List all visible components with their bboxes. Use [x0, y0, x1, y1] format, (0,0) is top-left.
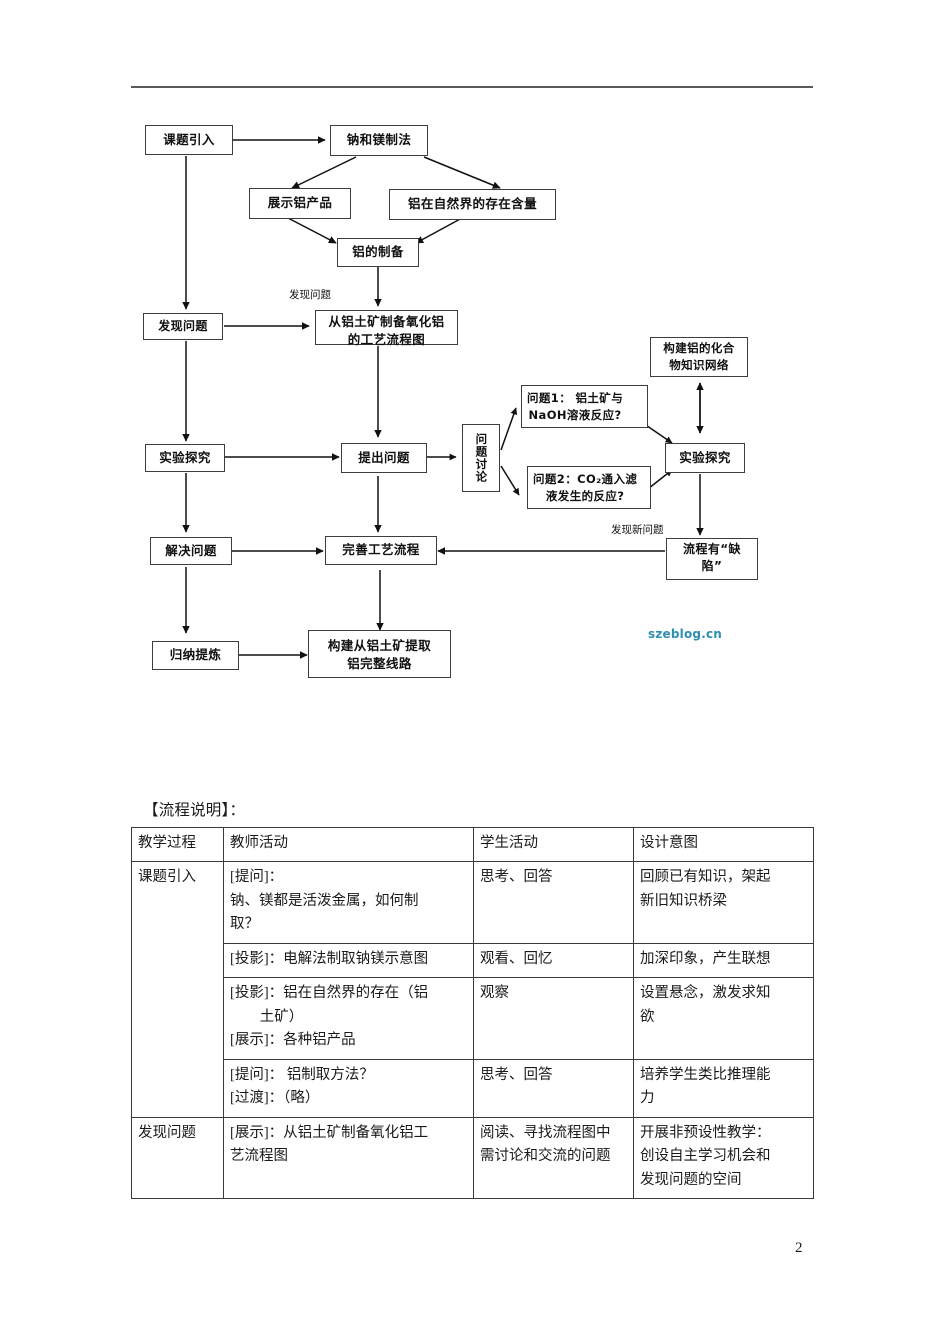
teacher-line: [投影]：电解法制取钠镁示意图	[230, 950, 429, 967]
header-divider	[131, 86, 813, 88]
table-header-row: 教学过程 教师活动 学生活动 设计意图	[131, 826, 814, 863]
table-row: [投影]：电解法制取钠镁示意图 观看、回忆 加深印象，产生联想	[132, 942, 814, 979]
page-number: 2	[795, 1240, 803, 1256]
cell-teacher-activity: [展示]：从铝土矿制备氧化铝工 艺流程图	[223, 1116, 474, 1200]
flow-box-process-flow: 从铝土矿制备氧化铝 的工艺流程图	[315, 310, 458, 347]
flow-box-raise-problem: 提出问题	[341, 443, 427, 473]
intent-line: 开展非预设性教学：	[640, 1124, 771, 1141]
teaching-process-flowchart: 课题引入 钠和镁制法 展示铝产品 铝在自然界的存在含量 铝的制备 发现问题 发现…	[143, 125, 758, 678]
table-row: [提问]： 铝制取方法？ [过渡]：（略） 思考、回答 培养学生类比推理能 力	[132, 1058, 814, 1118]
flow-box-summarize: 归纳提炼	[152, 641, 239, 670]
flow-box-na-mg-method: 钠和镁制法	[330, 125, 428, 156]
student-line: 思考、回答	[480, 869, 553, 886]
table-row: 课题引入 [提问]： 钠、镁都是活泼金属，如何制 取？ 思考、回答 回顾已有知识…	[131, 861, 814, 1118]
flow-box-build-network: 构建铝的化合 物知识网络	[650, 337, 748, 377]
flow-label-discover-new-problem: 发现新问题	[611, 524, 664, 536]
flow-box-problem-discuss: 问题讨论	[462, 424, 500, 492]
teacher-line: [过渡]：（略）	[230, 1090, 320, 1107]
flow-box-solve-problem: 解决问题	[150, 537, 232, 565]
cell-teacher-activity: [投影]：铝在自然界的存在（铝 土矿） [展示]：各种铝产品	[223, 977, 474, 1060]
intent-line: 发现问题的空间	[640, 1171, 742, 1188]
teacher-line: [展示]：从铝土矿制备氧化铝工	[230, 1124, 429, 1141]
flow-box-al-preparation: 铝的制备	[337, 238, 419, 267]
flow-box-question-2: 问题2：CO₂通入滤 液发生的反应?	[527, 466, 651, 509]
cell-student-activity: 观看、回忆	[473, 942, 634, 979]
table-row: 发现问题 [展示]：从铝土矿制备氧化铝工 艺流程图 阅读、寻找流程图中 需讨论和…	[131, 1116, 814, 1200]
flowchart-connectors	[182, 136, 704, 659]
intent-line: 设置悬念，激发求知	[640, 985, 771, 1002]
flow-box-show-al-products: 展示铝产品	[249, 188, 351, 219]
stage-label: 课题引入	[138, 869, 196, 886]
flow-box-experiment-right: 实验探究	[665, 443, 745, 473]
column-header-intent: 设计意图	[633, 826, 814, 863]
teacher-line: [提问]： 铝制取方法？	[230, 1066, 374, 1083]
intent-line: 欲	[640, 1008, 655, 1025]
student-line: 观察	[480, 985, 509, 1002]
intent-line: 回顾已有知识，架起	[640, 869, 771, 886]
student-line: 观看、回忆	[480, 950, 553, 967]
cell-teacher-activity: [提问]： 钠、镁都是活泼金属，如何制 取？	[223, 861, 474, 944]
flow-box-intro: 课题引入	[145, 125, 233, 155]
cell-stage: 发现问题	[131, 1116, 224, 1200]
student-line: 思考、回答	[480, 1066, 553, 1083]
cell-student-activity: 思考、回答	[473, 1058, 634, 1118]
intent-line: 创设自主学习机会和	[640, 1148, 771, 1165]
plan-description-section: 【流程说明】： 教学过程 教师活动 学生活动 设计意图 课题引入	[131, 798, 814, 1200]
student-line: 阅读、寻找流程图中	[480, 1124, 611, 1141]
teaching-plan-table: 教学过程 教师活动 学生活动 设计意图 课题引入 [提问]： 钠、镁都是活泼金属…	[131, 826, 814, 1200]
flow-box-build-route: 构建从铝土矿提取 铝完整线路	[308, 630, 451, 678]
teacher-line: 取？	[230, 916, 259, 933]
cell-student-activity: 思考、回答	[473, 861, 634, 944]
stage-label: 发现问题	[138, 1124, 196, 1141]
flow-box-process-defect: 流程有“缺 陷”	[666, 538, 758, 580]
section-title: 【流程说明】：	[143, 802, 246, 819]
column-header-stage: 教学过程	[131, 826, 224, 863]
teacher-line: 钠、镁都是活泼金属，如何制	[230, 892, 419, 909]
cell-design-intent: 培养学生类比推理能 力	[633, 1058, 814, 1118]
intent-line: 培养学生类比推理能	[640, 1066, 771, 1083]
site-watermark: szeblog.cn	[648, 627, 723, 641]
teacher-line: 艺流程图	[230, 1148, 288, 1165]
intent-line: 力	[640, 1090, 655, 1107]
flow-box-experiment-left: 实验探究	[145, 444, 225, 472]
teacher-line: 土矿）	[259, 1008, 304, 1025]
cell-design-intent: 开展非预设性教学： 创设自主学习机会和 发现问题的空间	[633, 1116, 814, 1200]
flow-box-question-1: 问题1： 铝土矿与 NaOH溶液反应?	[521, 385, 648, 428]
cell-teacher-activity: [投影]：电解法制取钠镁示意图	[223, 942, 474, 979]
cell-design-intent: 加深印象，产生联想	[633, 942, 814, 979]
intent-line: 加深印象，产生联想	[640, 950, 771, 967]
flow-box-find-problem: 发现问题	[143, 313, 223, 340]
cell-design-intent: 设置悬念，激发求知 欲	[633, 977, 814, 1060]
column-header-teacher: 教师活动	[223, 826, 474, 863]
teacher-line: [展示]：各种铝产品	[230, 1032, 356, 1049]
cell-student-activity: 观察	[473, 977, 634, 1060]
flow-box-al-in-nature: 铝在自然界的存在含量	[389, 189, 556, 220]
cell-student-activity: 阅读、寻找流程图中 需讨论和交流的问题	[473, 1116, 634, 1200]
cell-design-intent: 回顾已有知识，架起 新旧知识桥梁	[633, 861, 814, 944]
teacher-line: [提问]：	[230, 869, 284, 886]
cell-stage: 课题引入	[131, 861, 224, 1118]
intent-line: 新旧知识桥梁	[640, 892, 727, 909]
flow-label-discover-problem: 发现问题	[289, 289, 331, 301]
teacher-line: [投影]：铝在自然界的存在（铝	[230, 985, 429, 1002]
table-row: [投影]：铝在自然界的存在（铝 土矿） [展示]：各种铝产品 观察 设置悬念，激…	[132, 977, 814, 1060]
cell-teacher-activity: [提问]： 铝制取方法？ [过渡]：（略）	[223, 1058, 474, 1118]
flow-box-improve-process: 完善工艺流程	[325, 536, 437, 565]
student-line: 需讨论和交流的问题	[480, 1148, 611, 1165]
column-header-student: 学生活动	[473, 826, 634, 863]
